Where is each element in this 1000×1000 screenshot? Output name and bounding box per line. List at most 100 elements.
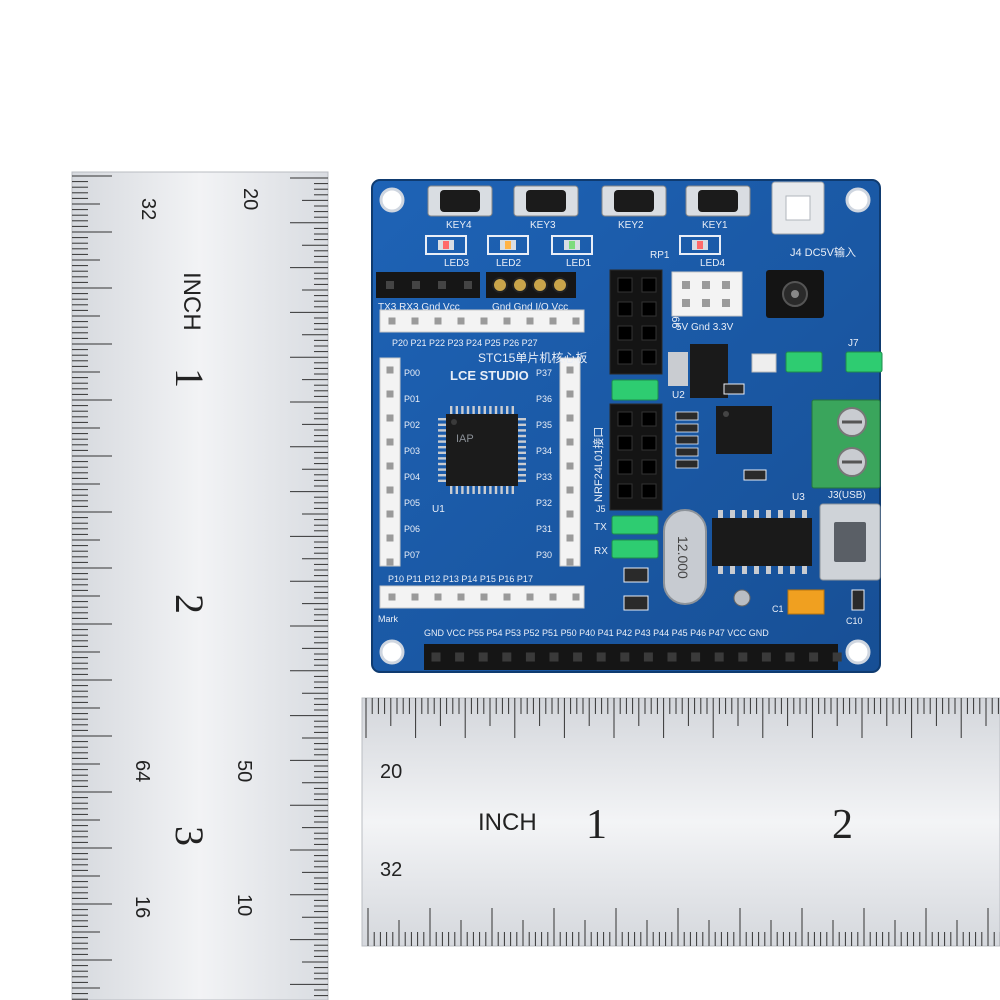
optocoupler [716, 406, 772, 454]
led-3 [425, 235, 467, 255]
header-pin [682, 281, 690, 289]
chip-lead [438, 429, 446, 432]
chip-lead [790, 510, 795, 518]
p2-pin-labels: P20 P21 P22 P23 P24 P25 P26 P27 [392, 338, 538, 348]
smd-resistor [675, 435, 699, 445]
header-pin [464, 281, 472, 289]
socket-hole [641, 459, 657, 475]
chip-lead [494, 406, 498, 414]
header-pin [434, 593, 442, 601]
chip-lead [718, 566, 723, 574]
rp1-label: RP1 [650, 250, 670, 261]
chip-lead [518, 468, 526, 471]
smd-resistor [675, 459, 699, 469]
header-pin [566, 534, 574, 542]
chip-lead [478, 406, 481, 414]
capacitors: C1 C10 [623, 567, 865, 626]
socket-hole [617, 277, 633, 293]
bottom-pin-header: GND VCC P55 P54 P53 P52 P51 P50 P40 P41 … [424, 628, 842, 670]
vertical-ruler-ticks [72, 175, 328, 1000]
chip-lead [478, 486, 481, 494]
chip-lead [438, 418, 446, 421]
module-subtitle: STC15单片机核心板 [478, 351, 587, 365]
socket-hole [641, 349, 657, 365]
header-pin [478, 652, 488, 662]
chip-lead [494, 486, 498, 494]
header-pin [722, 281, 730, 289]
u1-label: U1 [432, 504, 445, 515]
chip-lead [438, 440, 446, 443]
vertical-ruler-number-32: 32 [137, 198, 159, 220]
key-switch-4 [427, 185, 493, 217]
jumper-j7: J7 [785, 338, 883, 373]
chip-lead [511, 406, 514, 414]
header-pin [412, 281, 420, 289]
header-pin [503, 317, 511, 325]
header-pin [386, 438, 394, 446]
header-pin [388, 317, 396, 325]
chip-lead [461, 406, 464, 414]
chip-lead [438, 462, 446, 466]
header-pin [549, 652, 559, 662]
p3-pin-label: P34 [536, 446, 552, 456]
header-pin [566, 558, 574, 566]
j5-label: J5 [596, 504, 606, 514]
socket-hole [641, 301, 657, 317]
led-1 [551, 235, 593, 255]
header-pin [386, 510, 394, 518]
chip-lead [778, 510, 783, 518]
round-pin-header: Gnd Gnd I/O Vcc [486, 272, 576, 313]
chip-lead [518, 462, 526, 466]
p3-pin-label: P32 [536, 498, 552, 508]
header-pin [386, 366, 394, 374]
socket-hole [617, 301, 633, 317]
p0-pin-label: P05 [404, 498, 420, 508]
header-pin [682, 299, 690, 307]
bottom-pin-labels: GND VCC P55 P54 P53 P52 P51 P50 P40 P41 … [424, 628, 769, 638]
chip-lead [506, 486, 509, 494]
pcb-board: KEY4 KEY3 KEY2 KEY1 [371, 179, 883, 673]
mcu-core-module: P20 P21 P22 P23 P24 P25 P26 P27 P00P01P0… [378, 309, 587, 624]
header-pin [386, 281, 394, 289]
header-pin [480, 317, 488, 325]
tantalum-capacitor-c1 [787, 589, 825, 615]
key-switch-2 [601, 185, 667, 217]
p0-pin-label: P06 [404, 524, 420, 534]
header-pin [457, 593, 465, 601]
header-pin [620, 652, 630, 662]
header-pin [566, 414, 574, 422]
chip-lead [518, 457, 526, 460]
chip-lead [518, 434, 526, 438]
module-title: LCE STUDIO [450, 368, 529, 383]
header-pin [566, 390, 574, 398]
p0-pin-label: P02 [404, 420, 420, 430]
mounting-hole-tr [845, 187, 871, 213]
chip-lead [802, 566, 807, 574]
header-pin [566, 462, 574, 470]
header-pin [526, 317, 534, 325]
led-label-4: LED4 [700, 258, 725, 269]
p3-header [559, 357, 581, 567]
chip-lead [730, 510, 735, 518]
socket-hole [641, 325, 657, 341]
key-switch-3 [513, 185, 579, 217]
header-pin [386, 534, 394, 542]
chip-lead [466, 406, 470, 414]
horizontal-ruler-ticks [365, 698, 1000, 946]
chip-lead [438, 434, 446, 438]
header-pin [702, 299, 710, 307]
header-pin [386, 558, 394, 566]
horizontal-ruler-number-32: 32 [380, 859, 402, 881]
header-pin [572, 317, 580, 325]
chip-lead [438, 446, 446, 449]
header-pin [738, 652, 748, 662]
header-pin [431, 652, 441, 662]
u3-label: U3 [792, 492, 805, 503]
j7-label: J7 [848, 338, 859, 349]
header-pin [502, 652, 512, 662]
esp-power-label: 5V Gnd 3.3V [676, 322, 734, 333]
vertical-ruler-inch-label: INCH [178, 272, 205, 331]
header-pin [643, 652, 653, 662]
power-switch [771, 181, 825, 235]
